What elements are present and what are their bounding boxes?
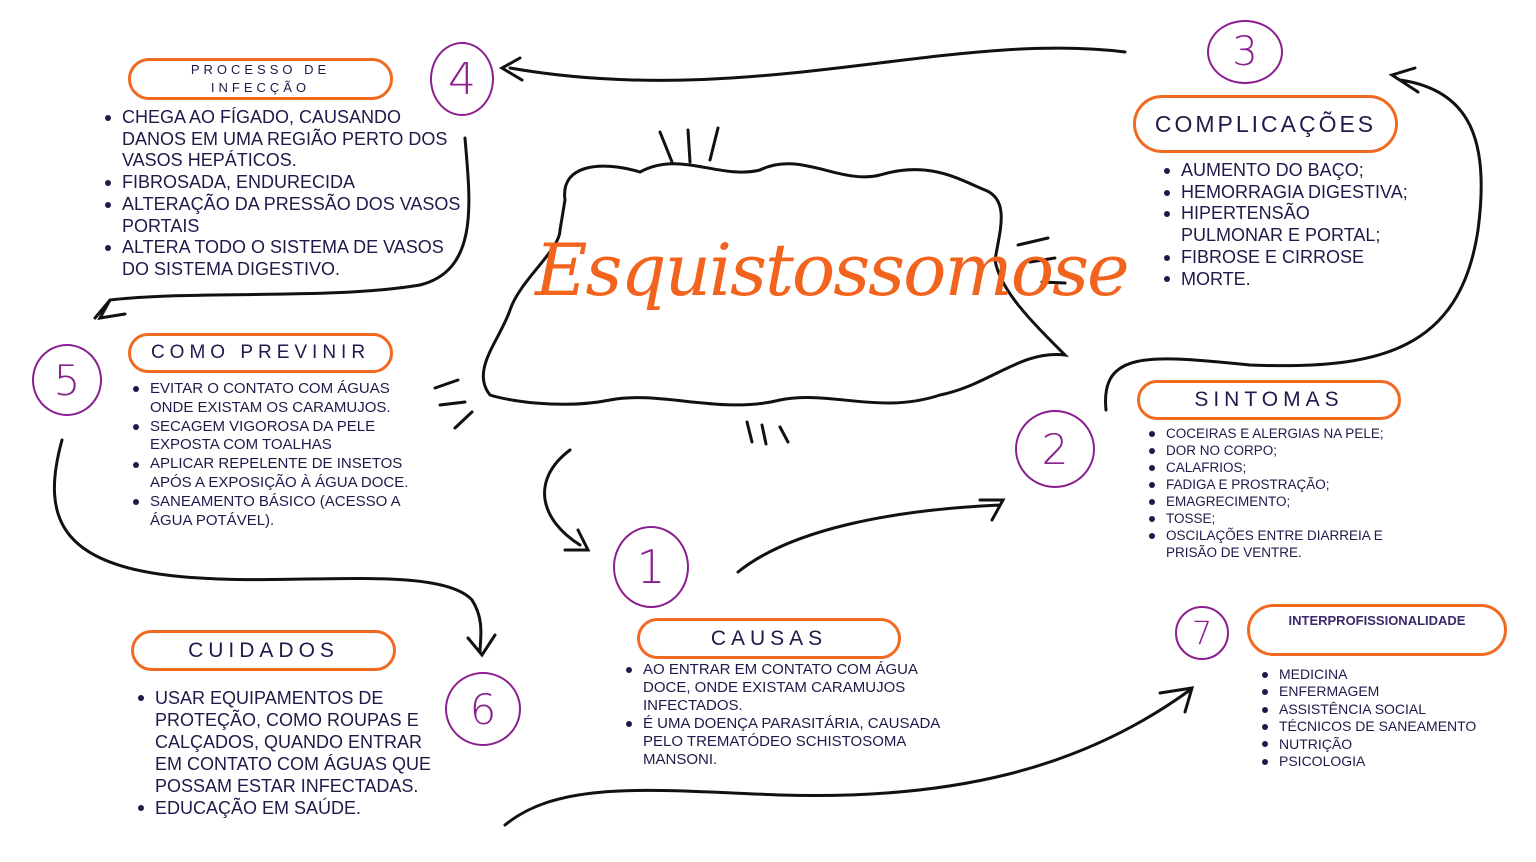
list-item: Hipertensão pulmonar e portal; — [1164, 203, 1411, 246]
complicacoes-list: Aumento do baço; Hemorragia digestiva; H… — [1163, 160, 1411, 290]
complicacoes-header: COMPLICAÇÕES — [1133, 95, 1398, 153]
list-item: Hemorragia digestiva; — [1164, 182, 1411, 204]
list-item: Fibrose e cirrose — [1164, 247, 1411, 269]
number-7-circle: 7 — [1175, 606, 1229, 660]
cuidados-list: Usar equipamentos de proteção, como roup… — [137, 687, 450, 819]
number-6-circle: 6 — [445, 672, 521, 746]
cuidados-header: CUIDADOS — [131, 630, 396, 671]
infeccao-header: PROCESSO DE INFECÇÃO — [128, 58, 393, 100]
list-item: Secagem vigorosa da pele exposta com toa… — [133, 418, 420, 456]
list-item: É uma doença parasitária, causada pelo t… — [626, 715, 963, 769]
list-item: Medicina — [1262, 666, 1524, 683]
infeccao-list: Chega ao fígado, causando danos em uma r… — [104, 107, 462, 281]
causas-header: CAUSAS — [637, 618, 901, 659]
list-item: Enfermagem — [1262, 683, 1524, 700]
number-2-circle: 2 — [1015, 410, 1095, 488]
list-item: Assistência social — [1262, 701, 1524, 718]
cuidados-label: CUIDADOS — [188, 638, 339, 662]
list-item: Altera todo o sistema de vasos do sistem… — [105, 237, 462, 280]
list-item: Coceiras e alergias na pele; — [1149, 425, 1431, 442]
interprof-header: INTERPROFISSIONALIDADE — [1247, 604, 1507, 656]
list-item: Dor no corpo; — [1149, 442, 1431, 459]
list-item: Evitar o contato com águas onde existam … — [133, 380, 420, 418]
prevenir-header: COMO PREVINIR — [128, 333, 393, 373]
list-item: Fibrosada, endurecida — [105, 172, 462, 194]
prevenir-label: COMO PREVINIR — [150, 342, 371, 363]
number-3-circle: 3 — [1207, 20, 1283, 84]
sintomas-list: Coceiras e alergias na pele; Dor no corp… — [1148, 425, 1431, 561]
list-item: Saneamento básico (acesso a água potável… — [133, 493, 420, 531]
list-item: Usar equipamentos de proteção, como roup… — [138, 687, 450, 797]
interprof-label: INTERPROFISSIONALIDADE — [1288, 613, 1466, 628]
arrow-1-to-2 — [736, 498, 1006, 574]
sintomas-label: SINTOMAS — [1194, 388, 1344, 411]
interprof-list: Medicina Enfermagem Assistência social T… — [1261, 666, 1524, 770]
arrow-4-to-5 — [93, 136, 471, 320]
list-item: Aumento do baço; — [1164, 160, 1411, 182]
central-cloud — [481, 162, 1070, 407]
list-item: Ao entrar em contato com água doce, onde… — [626, 661, 963, 715]
list-item: Oscilações entre diarreia e prisão de ve… — [1149, 527, 1431, 561]
list-item: Nutrição — [1262, 736, 1524, 753]
prevenir-list: Evitar o contato com águas onde existam … — [132, 380, 420, 530]
list-item: Psicologia — [1262, 753, 1524, 770]
list-item: Alteração da pressão dos vasos portais — [105, 193, 461, 236]
causas-list: Ao entrar em contato com água doce, onde… — [625, 661, 963, 769]
sintomas-header: SINTOMAS — [1137, 380, 1401, 420]
list-item: Calafrios; — [1149, 459, 1431, 476]
list-item: Aplicar repelente de insetos após a expo… — [133, 455, 420, 493]
arrow-5-to-6 — [52, 438, 497, 658]
number-4-circle: 4 — [430, 42, 494, 116]
arrow-3-to-4 — [499, 46, 1127, 82]
infeccao-label: PROCESSO DE INFECÇÃO — [190, 62, 331, 95]
list-item: Fadiga e prostração; — [1149, 476, 1431, 493]
list-item: Técnicos de saneamento — [1262, 718, 1524, 735]
causas-label: CAUSAS — [710, 626, 828, 650]
complicacoes-label: COMPLICAÇÕES — [1154, 110, 1377, 137]
arrow-6-to-7 — [503, 686, 1195, 827]
arrow-2-to-3 — [1104, 66, 1483, 412]
arrow-to-1 — [543, 448, 591, 552]
list-item: Tosse; — [1149, 510, 1431, 527]
list-item: Morte. — [1164, 269, 1411, 291]
list-item: Emagrecimento; — [1149, 493, 1431, 510]
number-5-circle: 5 — [32, 344, 102, 416]
list-item: Chega ao fígado, causando danos em uma r… — [105, 107, 462, 172]
number-1-circle: 1 — [613, 526, 689, 608]
main-title: Esquistossomose — [535, 228, 1130, 312]
list-item: Educação em saúde. — [138, 797, 450, 819]
